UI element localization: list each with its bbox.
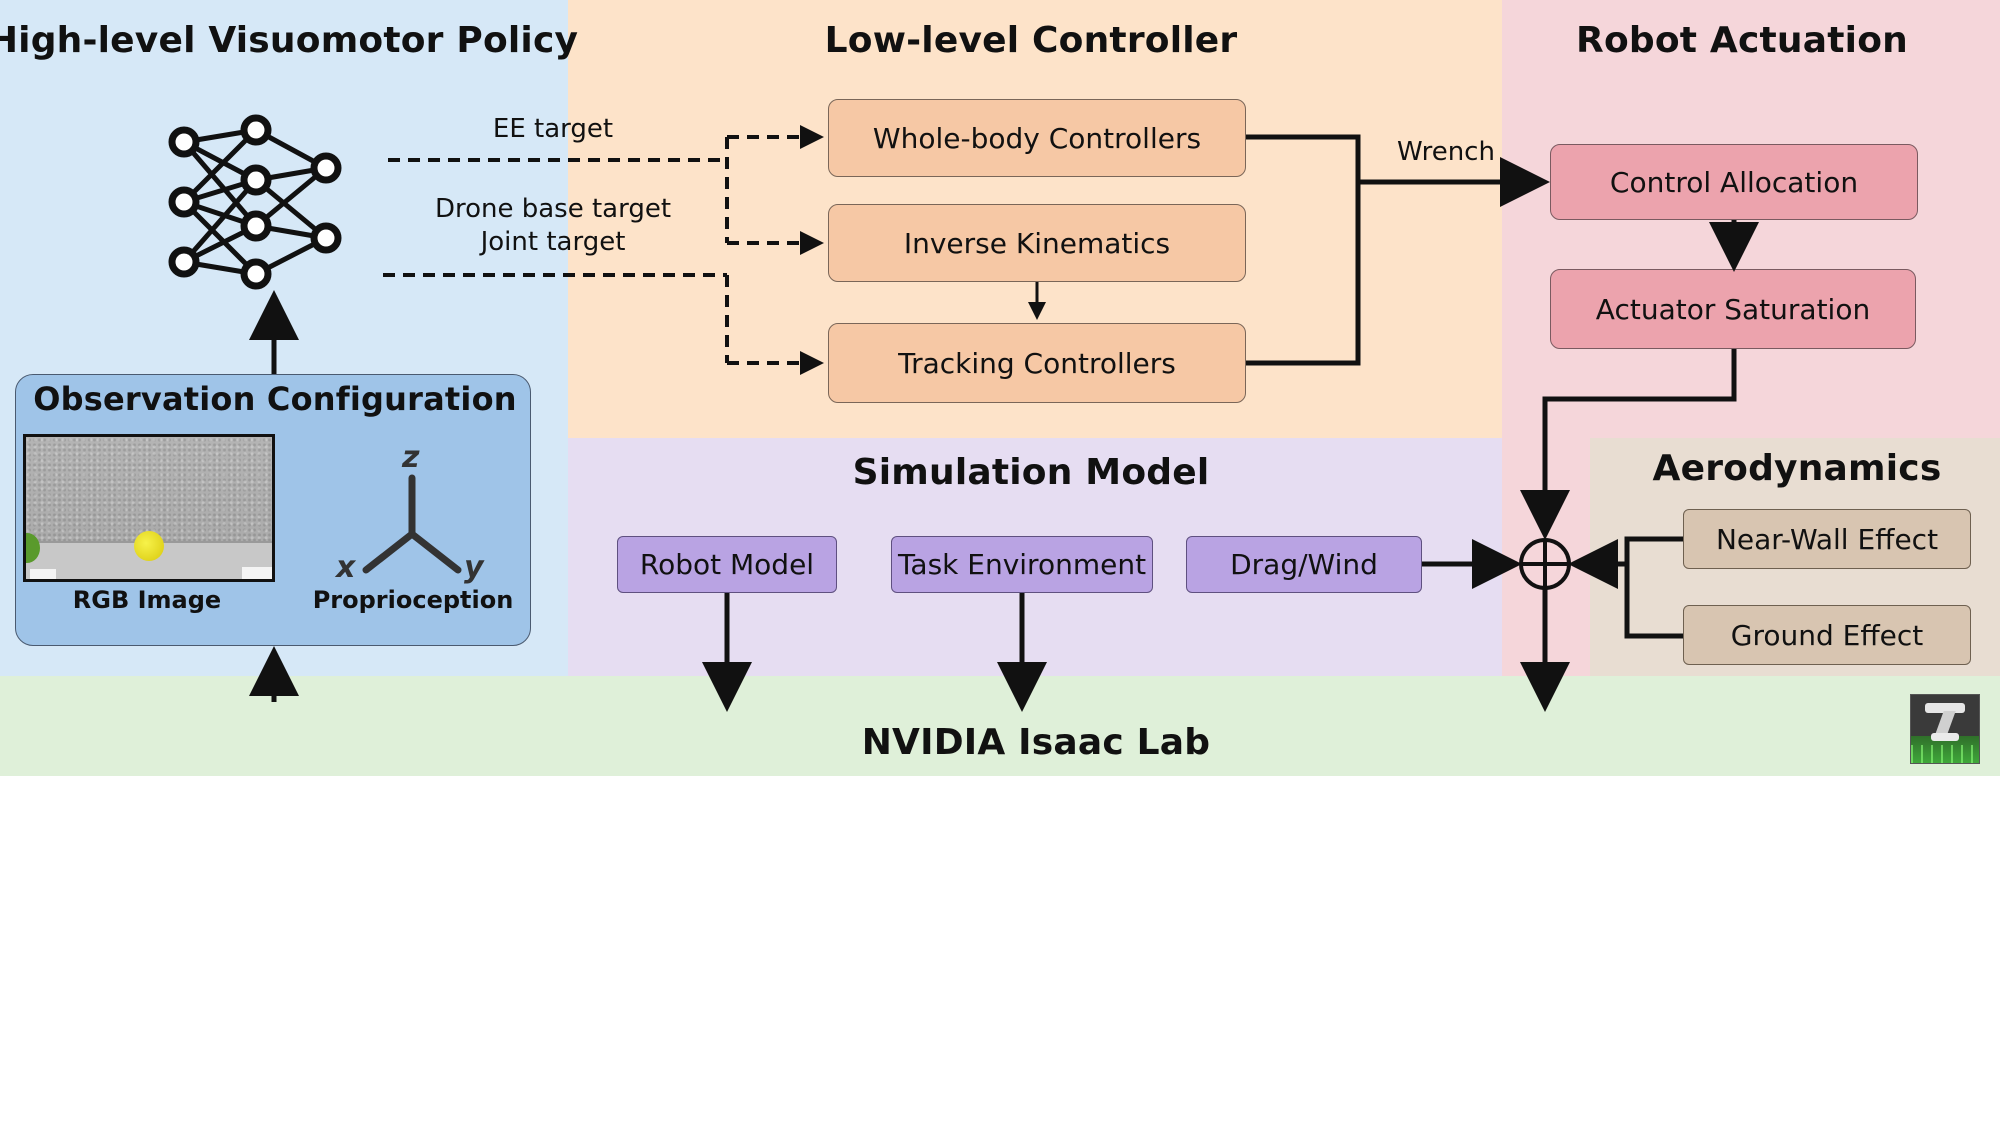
tracking-controllers-box: Tracking Controllers [828,323,1246,403]
drag-wind-box: Drag/Wind [1186,536,1422,593]
near-wall-effect-box: Near-Wall Effect [1683,509,1971,569]
controller-title: Low-level Controller [824,20,1238,61]
white-block-left [30,569,56,579]
observation-title: Observation Configuration [33,380,517,418]
axis-z-label: z [402,440,420,475]
axis-y-label: y [464,550,484,585]
robot-model-box: Robot Model [617,536,837,593]
drone-base-target-label: Drone base target [434,194,672,224]
rgb-image-caption: RGB Image [72,586,222,614]
isaac-lab-title: NVIDIA Isaac Lab [861,722,1211,763]
isaac-lab-logo-icon [1910,694,1980,764]
ee-target-label: EE target [492,114,614,144]
actuator-saturation-box: Actuator Saturation [1550,269,1916,349]
task-environment-box: Task Environment [891,536,1153,593]
white-block-right [242,567,272,579]
control-allocation-box: Control Allocation [1550,144,1918,220]
inverse-kinematics-box: Inverse Kinematics [828,204,1246,282]
proprioception-caption: Proprioception [312,586,514,614]
axis-x-label: x [336,550,356,585]
simulation-title: Simulation Model [852,452,1210,493]
ball-icon [134,531,164,561]
actuation-title: Robot Actuation [1576,20,1908,61]
aerodynamics-title: Aerodynamics [1652,448,1942,489]
green-object-icon [26,533,40,563]
joint-target-label: Joint target [480,227,626,257]
wrench-label: Wrench [1397,137,1495,167]
whole-body-controllers-box: Whole-body Controllers [828,99,1246,177]
policy-title: High-level Visuomotor Policy [0,20,579,61]
rgb-image [23,434,275,582]
ground-effect-box: Ground Effect [1683,605,1971,665]
